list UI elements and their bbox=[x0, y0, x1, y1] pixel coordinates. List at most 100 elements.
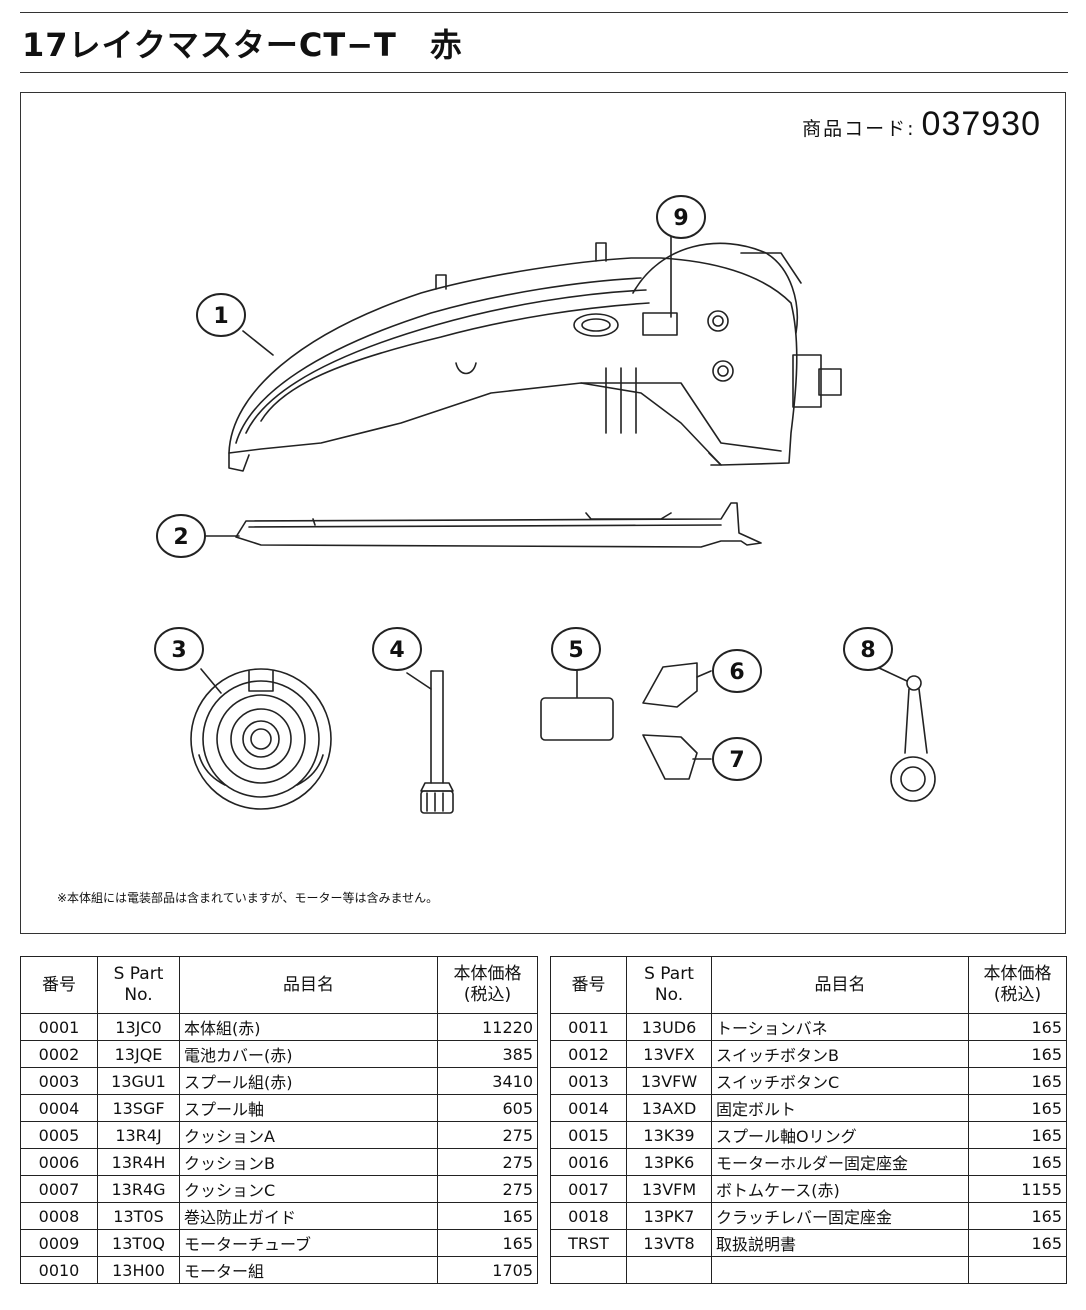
s-part-cell: 13R4H bbox=[97, 1148, 180, 1176]
price-cell: 165 bbox=[968, 1148, 1067, 1176]
callout-6: 6 bbox=[729, 660, 744, 685]
s-part-cell: 13T0Q bbox=[97, 1229, 180, 1257]
price-cell: 275 bbox=[437, 1121, 538, 1149]
item-name-cell: モーター組 bbox=[179, 1256, 438, 1284]
header-price: 本体価格 (税込) bbox=[437, 956, 538, 1014]
item-name-cell: スプール軸 bbox=[179, 1094, 438, 1122]
price-cell: 165 bbox=[968, 1229, 1067, 1257]
header-name: 品目名 bbox=[179, 956, 438, 1014]
item-name-cell bbox=[711, 1256, 969, 1284]
header-no: 番号 bbox=[550, 956, 627, 1014]
s-part-cell: 13VT8 bbox=[626, 1229, 712, 1257]
callout-8-circle bbox=[843, 627, 893, 671]
s-part-cell: 13H00 bbox=[97, 1256, 180, 1284]
part-number-cell: 0018 bbox=[550, 1202, 627, 1230]
item-name-cell: モーターホルダー固定座金 bbox=[711, 1148, 969, 1176]
top-rule bbox=[20, 12, 1068, 13]
callout-1-circle bbox=[196, 293, 246, 337]
callout-4-circle bbox=[372, 627, 422, 671]
item-name-cell: 電池カバー(赤) bbox=[179, 1040, 438, 1068]
callout-5-circle bbox=[551, 627, 601, 671]
s-part-cell: 13UD6 bbox=[626, 1013, 712, 1041]
item-name-cell: モーターチューブ bbox=[179, 1229, 438, 1257]
part-number-cell: 0009 bbox=[20, 1229, 98, 1257]
s-part-cell: 13T0S bbox=[97, 1202, 180, 1230]
table-row bbox=[550, 1256, 1067, 1284]
callout-9: 9 bbox=[673, 206, 688, 231]
table-header-row: 番号 S Part No. 品目名 本体価格 (税込) bbox=[550, 956, 1067, 1014]
price-cell: 605 bbox=[437, 1094, 538, 1122]
callout-7: 7 bbox=[729, 748, 744, 773]
callout-leaders bbox=[200, 234, 908, 760]
s-part-cell: 13PK7 bbox=[626, 1202, 712, 1230]
s-part-cell: 13PK6 bbox=[626, 1148, 712, 1176]
page-title: 17レイクマスターCT−T 赤 bbox=[22, 26, 463, 64]
s-part-cell: 13VFX bbox=[626, 1040, 712, 1068]
diagram-note: ※本体組には電装部品は含まれていますが、モーター等は含みません。 bbox=[57, 891, 439, 905]
callout-8: 8 bbox=[860, 638, 875, 663]
price-cell: 275 bbox=[437, 1175, 538, 1203]
part-number-cell: 0014 bbox=[550, 1094, 627, 1122]
header-part: S Part No. bbox=[626, 956, 712, 1014]
s-part-cell: 13SGF bbox=[97, 1094, 180, 1122]
s-part-cell: 13VFM bbox=[626, 1175, 712, 1203]
price-cell: 165 bbox=[968, 1094, 1067, 1122]
product-code: 商品コード: 037930 bbox=[802, 105, 1041, 144]
callout-2: 2 bbox=[173, 525, 188, 550]
s-part-cell bbox=[626, 1256, 712, 1284]
callout-7-circle bbox=[712, 737, 762, 781]
s-part-cell: 13R4J bbox=[97, 1121, 180, 1149]
callout-2-circle bbox=[156, 514, 206, 558]
item-name-cell: スプール組(赤) bbox=[179, 1067, 438, 1095]
s-part-cell: 13R4G bbox=[97, 1175, 180, 1203]
part-number-cell: 0017 bbox=[550, 1175, 627, 1203]
parts-drawing: 1 2 3 4 5 6 7 8 9 bbox=[154, 195, 936, 814]
price-cell: 165 bbox=[968, 1013, 1067, 1041]
s-part-cell: 13JC0 bbox=[97, 1013, 180, 1041]
price-cell: 165 bbox=[437, 1229, 538, 1257]
callout-4: 4 bbox=[389, 638, 404, 663]
header-name: 品目名 bbox=[711, 956, 969, 1014]
spool-drawing bbox=[190, 668, 332, 810]
price-cell: 385 bbox=[437, 1040, 538, 1068]
price-cell: 165 bbox=[968, 1121, 1067, 1149]
price-cell: 165 bbox=[968, 1040, 1067, 1068]
part-number-cell: 0001 bbox=[20, 1013, 98, 1041]
part-number-cell: 0004 bbox=[20, 1094, 98, 1122]
part-number-cell: 0016 bbox=[550, 1148, 627, 1176]
cushion-a-drawing bbox=[540, 697, 614, 741]
item-name-cell: クッションA bbox=[179, 1121, 438, 1149]
item-name-cell: スイッチボタンB bbox=[711, 1040, 969, 1068]
part-number-cell: 0012 bbox=[550, 1040, 627, 1068]
cushion-c-drawing bbox=[642, 734, 698, 780]
part-number-cell: 0010 bbox=[20, 1256, 98, 1284]
price-cell: 1155 bbox=[968, 1175, 1067, 1203]
item-name-cell: 本体組(赤) bbox=[179, 1013, 438, 1041]
part-number-cell: TRST bbox=[550, 1229, 627, 1257]
part-number-cell: 0008 bbox=[20, 1202, 98, 1230]
callout-6-circle bbox=[712, 649, 762, 693]
part-number-cell: 0013 bbox=[550, 1067, 627, 1095]
item-name-cell: クッションB bbox=[179, 1148, 438, 1176]
price-cell: 11220 bbox=[437, 1013, 538, 1041]
item-name-cell: 取扱説明書 bbox=[711, 1229, 969, 1257]
s-part-cell: 13K39 bbox=[626, 1121, 712, 1149]
cushion-b-drawing bbox=[642, 662, 698, 708]
guide-drawing bbox=[890, 675, 936, 802]
callout-circles bbox=[154, 195, 893, 781]
product-code-label: 商品コード: bbox=[802, 118, 916, 140]
header-part: S Part No. bbox=[97, 956, 180, 1014]
